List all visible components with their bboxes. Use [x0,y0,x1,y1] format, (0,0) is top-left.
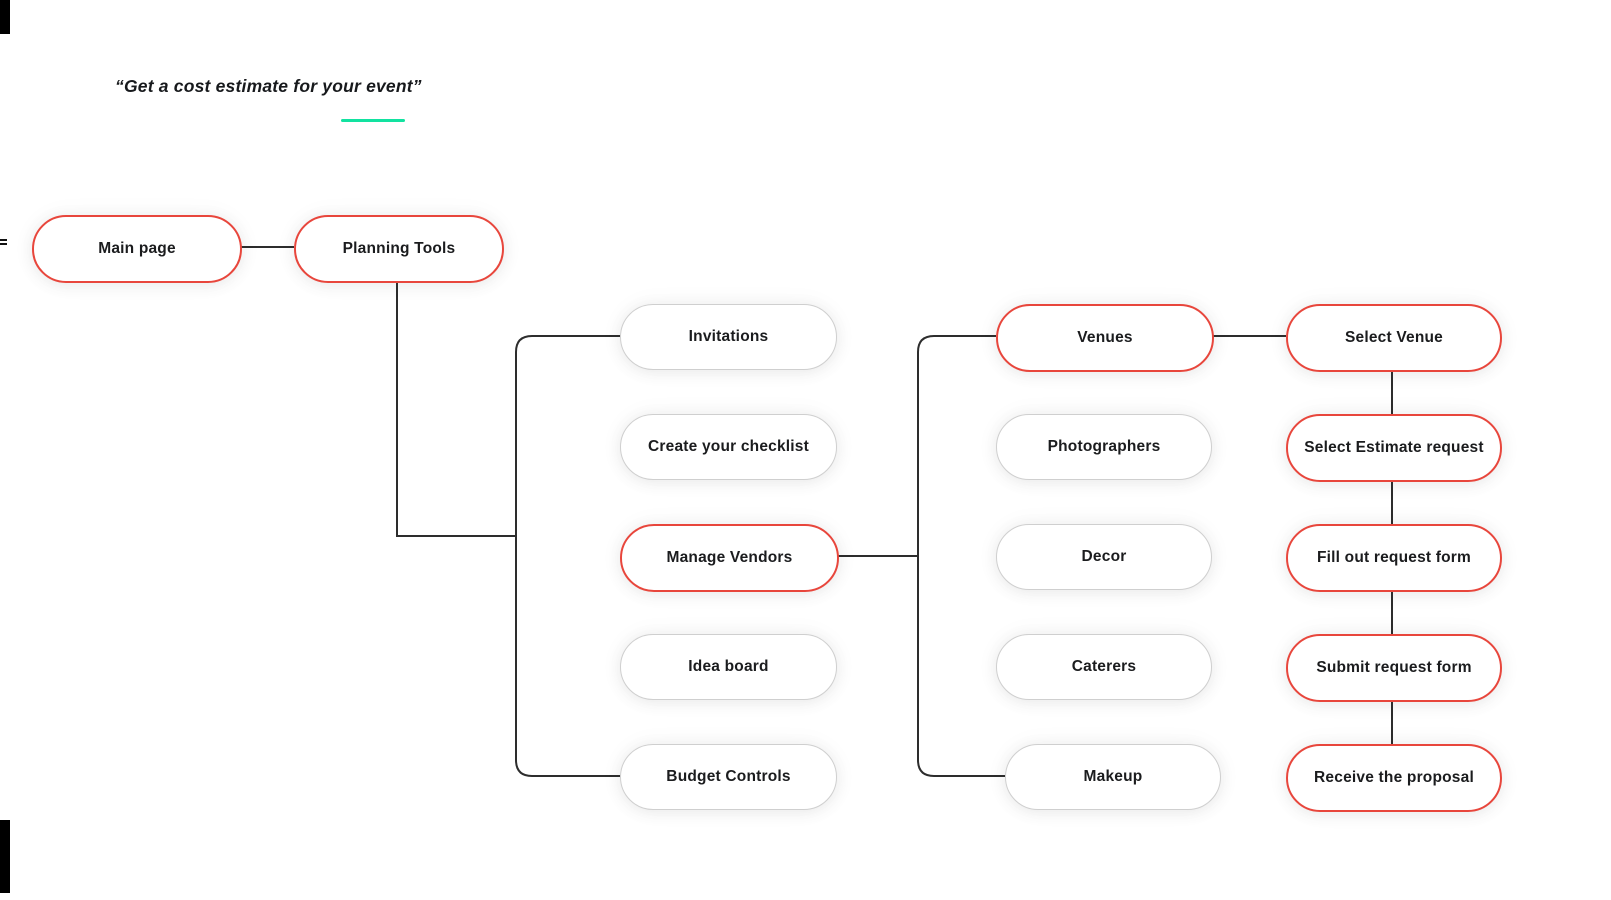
node-select-estimate-request[interactable]: Select Estimate request [1286,414,1502,482]
node-budget-controls[interactable]: Budget Controls [620,744,837,810]
node-venues[interactable]: Venues [996,304,1214,372]
node-caterers[interactable]: Caterers [996,634,1212,700]
edge-planningtools-toolsgroup [396,279,516,537]
node-makeup[interactable]: Makeup [1005,744,1221,810]
node-idea-board[interactable]: Idea board [620,634,837,700]
page-title: “Get a cost estimate for your event” [115,76,422,96]
node-planning-tools[interactable]: Planning Tools [294,215,504,283]
node-main-page[interactable]: Main page [32,215,242,283]
node-select-venue[interactable]: Select Venue [1286,304,1502,372]
node-fill-out-request-form[interactable]: Fill out request form [1286,524,1502,592]
node-receive-the-proposal[interactable]: Receive the proposal [1286,744,1502,812]
bracket-tools-group [515,335,620,777]
bracket-vendors-group [917,335,1005,777]
node-invitations[interactable]: Invitations [620,304,837,370]
node-decor[interactable]: Decor [996,524,1212,590]
title-underline-accent [341,119,405,122]
node-submit-request-form[interactable]: Submit request form [1286,634,1502,702]
left-edge-black-bar-bottom [0,820,10,893]
left-edge-black-bar-top [0,0,10,34]
node-manage-vendors[interactable]: Manage Vendors [620,524,839,592]
left-edge-text-fragment [0,239,8,249]
node-photographers[interactable]: Photographers [996,414,1212,480]
node-create-your-checklist[interactable]: Create your checklist [620,414,837,480]
